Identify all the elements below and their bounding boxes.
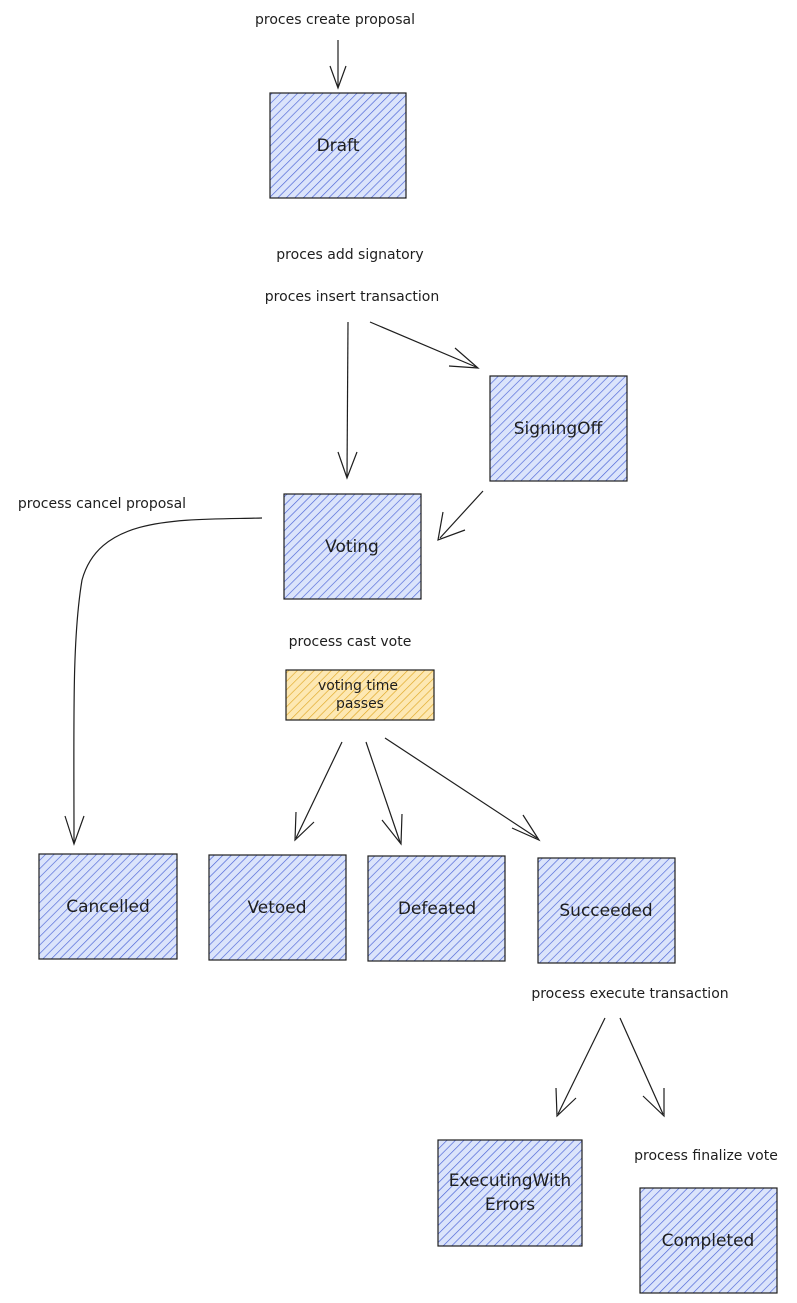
state-succeeded-label: Succeeded — [559, 901, 652, 921]
arrow-to-succeeded — [384, 737, 541, 842]
label-create-proposal: proces create proposal — [255, 12, 415, 28]
state-defeated: Defeated — [367, 855, 506, 962]
note-line-1: voting time — [318, 678, 398, 694]
state-draft: Draft — [269, 92, 407, 199]
arrow-to-vetoed — [294, 741, 343, 842]
state-signing-off: SigningOff — [489, 375, 628, 482]
state-executing-with-errors-line2: Errors — [485, 1195, 535, 1215]
label-finalize-vote: process finalize vote — [634, 1148, 778, 1164]
arrow-voting-to-cancelled — [64, 517, 263, 846]
state-cancelled-label: Cancelled — [66, 897, 150, 917]
arrow-create-to-draft — [329, 40, 347, 90]
arrow-to-completed — [619, 1017, 665, 1118]
arrow-draft-to-voting — [337, 321, 358, 480]
state-signing-off-label: SigningOff — [514, 419, 604, 439]
state-executing-with-errors: ExecutingWith Errors — [437, 1139, 583, 1247]
state-completed: Completed — [639, 1187, 778, 1294]
state-cancelled: Cancelled — [38, 853, 178, 960]
state-succeeded: Succeeded — [537, 857, 676, 964]
label-cancel-proposal: process cancel proposal — [18, 496, 186, 512]
arrow-to-executing-with-errors — [555, 1017, 606, 1118]
label-cast-vote: process cast vote — [289, 634, 412, 650]
state-completed-label: Completed — [662, 1231, 755, 1251]
label-execute-transaction: process execute transaction — [531, 986, 728, 1002]
state-executing-with-errors-line1: ExecutingWith — [449, 1171, 571, 1191]
state-draft-label: Draft — [317, 136, 360, 156]
state-defeated-label: Defeated — [398, 899, 476, 919]
note-voting-time-passes: voting time passes — [285, 669, 435, 721]
state-voting: Voting — [283, 493, 422, 600]
state-vetoed: Vetoed — [208, 854, 347, 961]
state-vetoed-label: Vetoed — [247, 898, 306, 918]
label-insert-transaction: proces insert transaction — [265, 289, 439, 305]
arrow-draft-to-signing-off — [369, 321, 480, 369]
arrow-signing-off-to-voting — [437, 490, 484, 541]
note-line-2: passes — [336, 696, 384, 712]
arrow-to-defeated — [365, 741, 403, 846]
label-add-signatory: proces add signatory — [276, 247, 423, 263]
state-voting-label: Voting — [325, 537, 379, 557]
